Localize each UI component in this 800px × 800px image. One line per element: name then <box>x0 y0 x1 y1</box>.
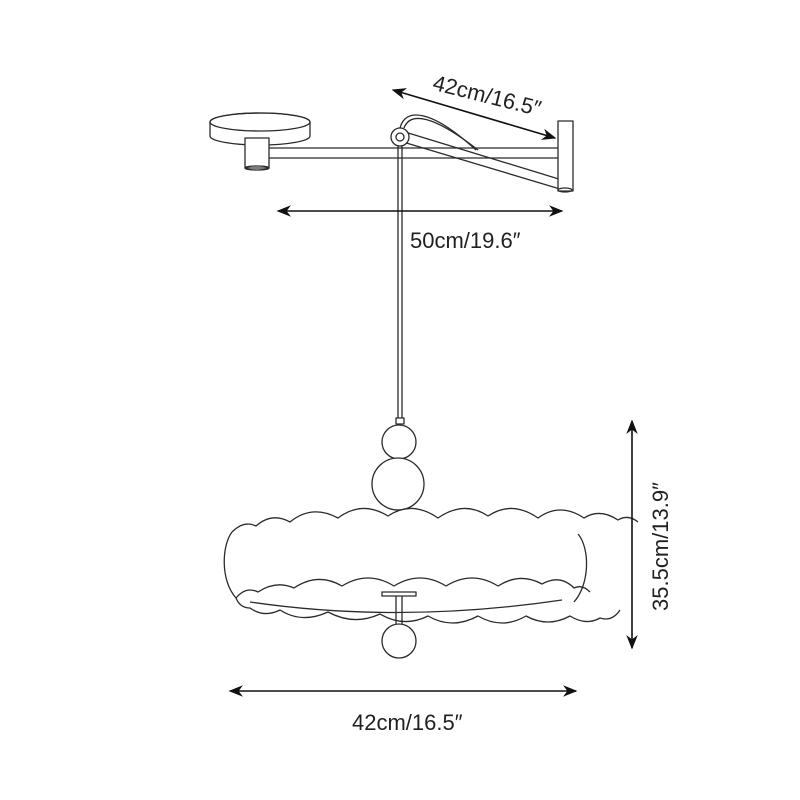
bottom-globe <box>381 591 417 659</box>
arm-width-label: 50cm/19.6″ <box>410 228 521 253</box>
swing-arm <box>402 131 565 190</box>
horizontal-arm <box>269 147 562 159</box>
canopy <box>209 112 311 171</box>
wall-mount <box>557 120 574 193</box>
upper-globe <box>381 424 417 460</box>
shade-width-label: 42cm/16.5″ <box>352 710 463 735</box>
middle-globe <box>371 457 425 511</box>
arm-reach-arrow <box>391 88 557 140</box>
suspension-cable <box>397 146 403 418</box>
shade-height-label: 35.5cm/13.9″ <box>648 482 673 611</box>
scalloped-shade <box>223 507 639 624</box>
pivot-joint <box>390 114 479 151</box>
